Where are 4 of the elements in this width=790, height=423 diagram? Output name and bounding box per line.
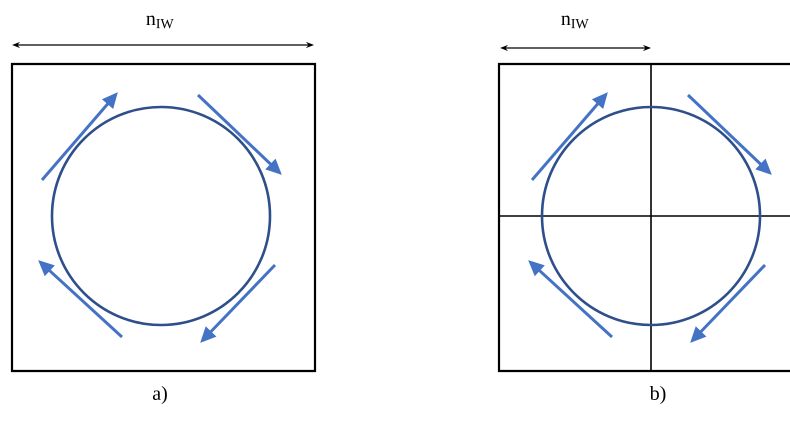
dimension-label: n$_{IW}$ bbox=[146, 16, 174, 28]
dimension-label: n$_{IW}$ bbox=[561, 16, 589, 28]
panel-label: a) bbox=[152, 386, 167, 404]
panel-label: b) bbox=[650, 386, 666, 404]
